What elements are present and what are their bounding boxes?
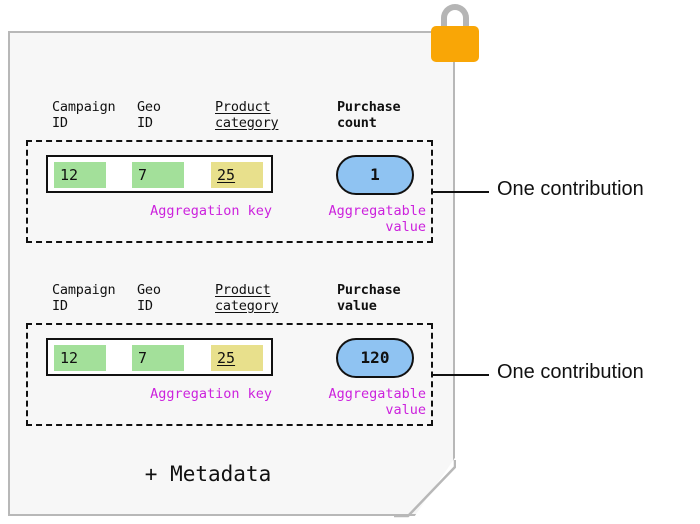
aggregatable-value-label: Aggregatable value xyxy=(328,203,426,235)
key-cell-geo-id: 7 xyxy=(132,162,184,188)
encrypted-payload-card xyxy=(8,31,455,516)
contribution-block xyxy=(26,140,433,243)
header-product-category: Product category xyxy=(215,99,279,131)
contribution-block xyxy=(26,323,433,426)
metadata-label: + Metadata xyxy=(144,462,272,486)
header-campaign-id: Campaign ID xyxy=(52,99,116,131)
aggregatable-value-label: Aggregatable value xyxy=(328,386,426,418)
key-cell-product-category: 25 xyxy=(211,345,263,371)
aggregation-key-box: 12 7 25 xyxy=(46,338,273,376)
aggregation-key-label: Aggregation key xyxy=(150,386,272,402)
header-purchase-value: Purchase value xyxy=(337,282,401,314)
padlock-shackle-icon xyxy=(441,4,469,34)
header-campaign-id: Campaign ID xyxy=(52,282,116,314)
aggregatable-value-pill: 1 xyxy=(336,155,414,195)
padlock-icon xyxy=(428,4,482,62)
padlock-body-icon xyxy=(431,26,479,62)
aggregation-key-box: 12 7 25 xyxy=(46,155,273,193)
column-headers-row: Campaign ID Geo ID Product category Purc… xyxy=(52,99,442,140)
aggregatable-value-pill: 120 xyxy=(336,338,414,378)
callout-one-contribution: One contribution xyxy=(497,178,644,200)
header-geo-id: Geo ID xyxy=(137,282,161,314)
callout-leader-line xyxy=(433,191,489,193)
callout-leader-line xyxy=(433,374,489,376)
header-purchase-count: Purchase count xyxy=(337,99,401,131)
column-headers-row: Campaign ID Geo ID Product category Purc… xyxy=(52,282,442,323)
key-cell-product-category: 25 xyxy=(211,162,263,188)
key-cell-campaign-id: 12 xyxy=(54,345,106,371)
callout-one-contribution: One contribution xyxy=(497,361,644,383)
key-cell-geo-id: 7 xyxy=(132,345,184,371)
key-cell-campaign-id: 12 xyxy=(54,162,106,188)
header-geo-id: Geo ID xyxy=(137,99,161,131)
aggregation-key-label: Aggregation key xyxy=(150,203,272,219)
header-product-category: Product category xyxy=(215,282,279,314)
